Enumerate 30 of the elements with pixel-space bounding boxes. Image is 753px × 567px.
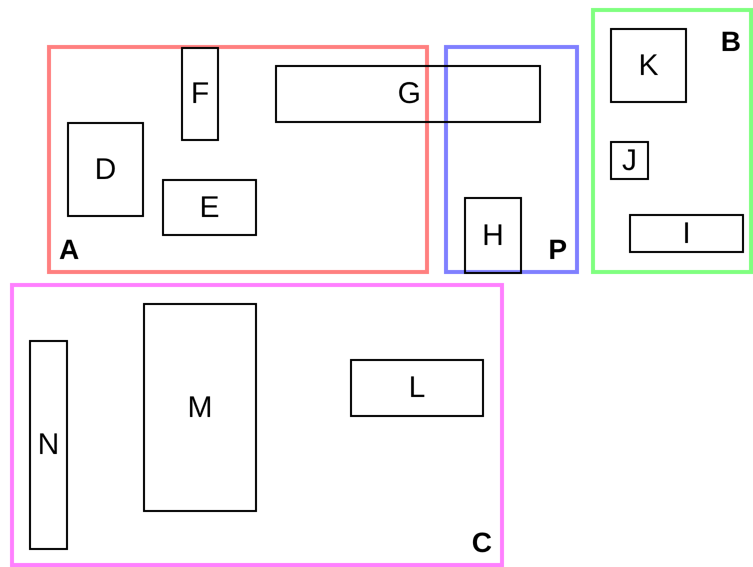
process-box xyxy=(67,122,144,217)
box-label: E xyxy=(199,192,220,222)
process-box xyxy=(275,65,541,123)
process-box xyxy=(464,197,522,274)
group-label: C xyxy=(472,529,492,557)
box-label: F xyxy=(190,79,210,109)
box-label: J xyxy=(622,146,637,176)
box-label: D xyxy=(94,154,116,184)
process-box xyxy=(162,179,257,236)
box-label: I xyxy=(682,218,691,248)
process-box xyxy=(181,47,219,141)
box-label: L xyxy=(408,373,426,403)
group-frame xyxy=(10,283,504,567)
box-label: H xyxy=(482,220,504,250)
process-box xyxy=(143,303,257,512)
group-frame xyxy=(591,8,753,274)
process-box xyxy=(610,28,687,103)
process-box xyxy=(29,340,68,550)
process-box xyxy=(610,141,649,180)
box-label: M xyxy=(188,392,212,422)
box-label: K xyxy=(638,50,658,80)
process-box xyxy=(350,359,484,417)
box-label: N xyxy=(38,430,60,460)
group-label: A xyxy=(59,236,80,264)
group-frame xyxy=(444,45,579,274)
group-label: B xyxy=(720,28,741,56)
group-frame xyxy=(47,45,429,274)
group-label: P xyxy=(548,236,567,264)
box-label: G xyxy=(398,79,421,109)
process-box xyxy=(629,214,744,253)
